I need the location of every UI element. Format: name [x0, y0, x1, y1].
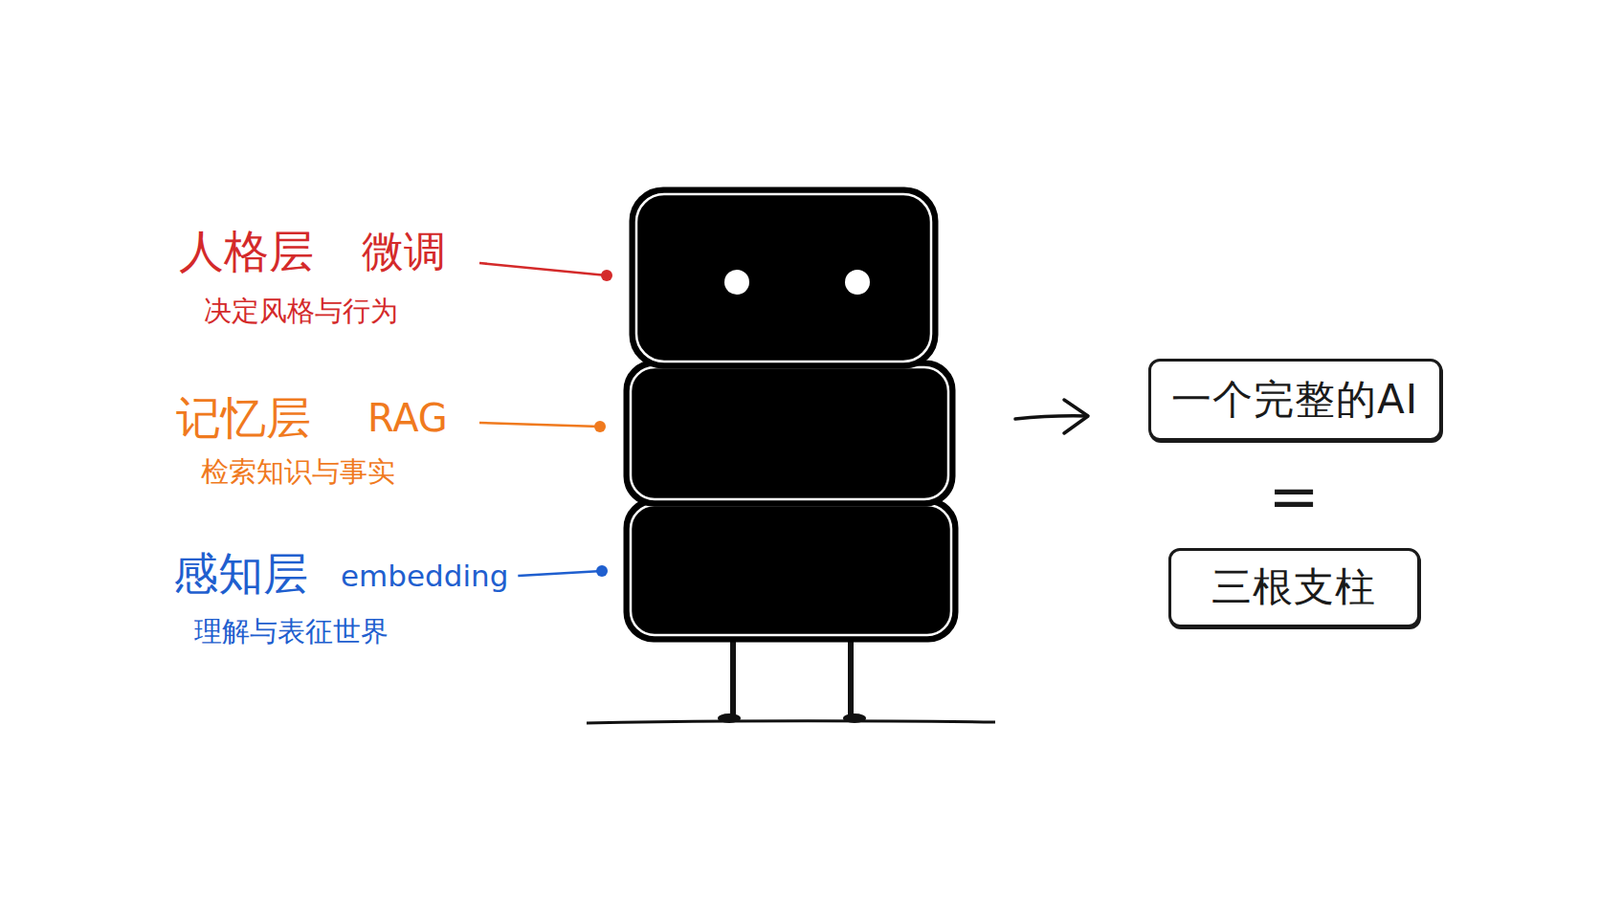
robot-block-top [630, 188, 937, 368]
summary-box: 一个完整的AI [1148, 358, 1443, 442]
leader-dot [594, 421, 606, 433]
layer-tech: 微调 [361, 227, 446, 277]
robot-block-middle [624, 361, 955, 506]
robot-leg [730, 631, 736, 716]
equals-sign: = [1267, 462, 1320, 534]
layer-description: 检索知识与事实 [200, 456, 396, 489]
arrow-head [1064, 400, 1089, 434]
leader-dot [600, 269, 613, 282]
leader-dot [596, 565, 608, 578]
leader-line [517, 571, 602, 577]
robot-block-outline [636, 194, 932, 362]
robot-foot [843, 713, 867, 724]
arrow-shaft [1015, 416, 1088, 420]
layer-description: 理解与表征世界 [194, 616, 389, 648]
layer-tech: RAG [367, 396, 448, 441]
robot-eye [724, 269, 750, 295]
robot-block-outline [630, 367, 949, 500]
leader-line [479, 422, 600, 427]
box-text: 一个完整的AI [1171, 377, 1419, 423]
leader-line [479, 263, 607, 276]
robot-block-bottom [624, 499, 957, 642]
pillars-box: 三根支柱 [1168, 548, 1421, 628]
layer-description: 决定风格与行为 [203, 295, 399, 328]
robot-leg [847, 631, 854, 716]
ground-line [586, 721, 996, 724]
layer-name: 感知层 [173, 548, 309, 600]
robot-eye [844, 269, 870, 295]
box-text: 三根支柱 [1211, 564, 1377, 611]
robot-foot [717, 713, 741, 724]
layer-tech: embedding [340, 559, 509, 595]
robot-block-outline [630, 505, 952, 636]
layer-name: 记忆层 [176, 392, 312, 445]
layer-name: 人格层 [178, 225, 314, 278]
